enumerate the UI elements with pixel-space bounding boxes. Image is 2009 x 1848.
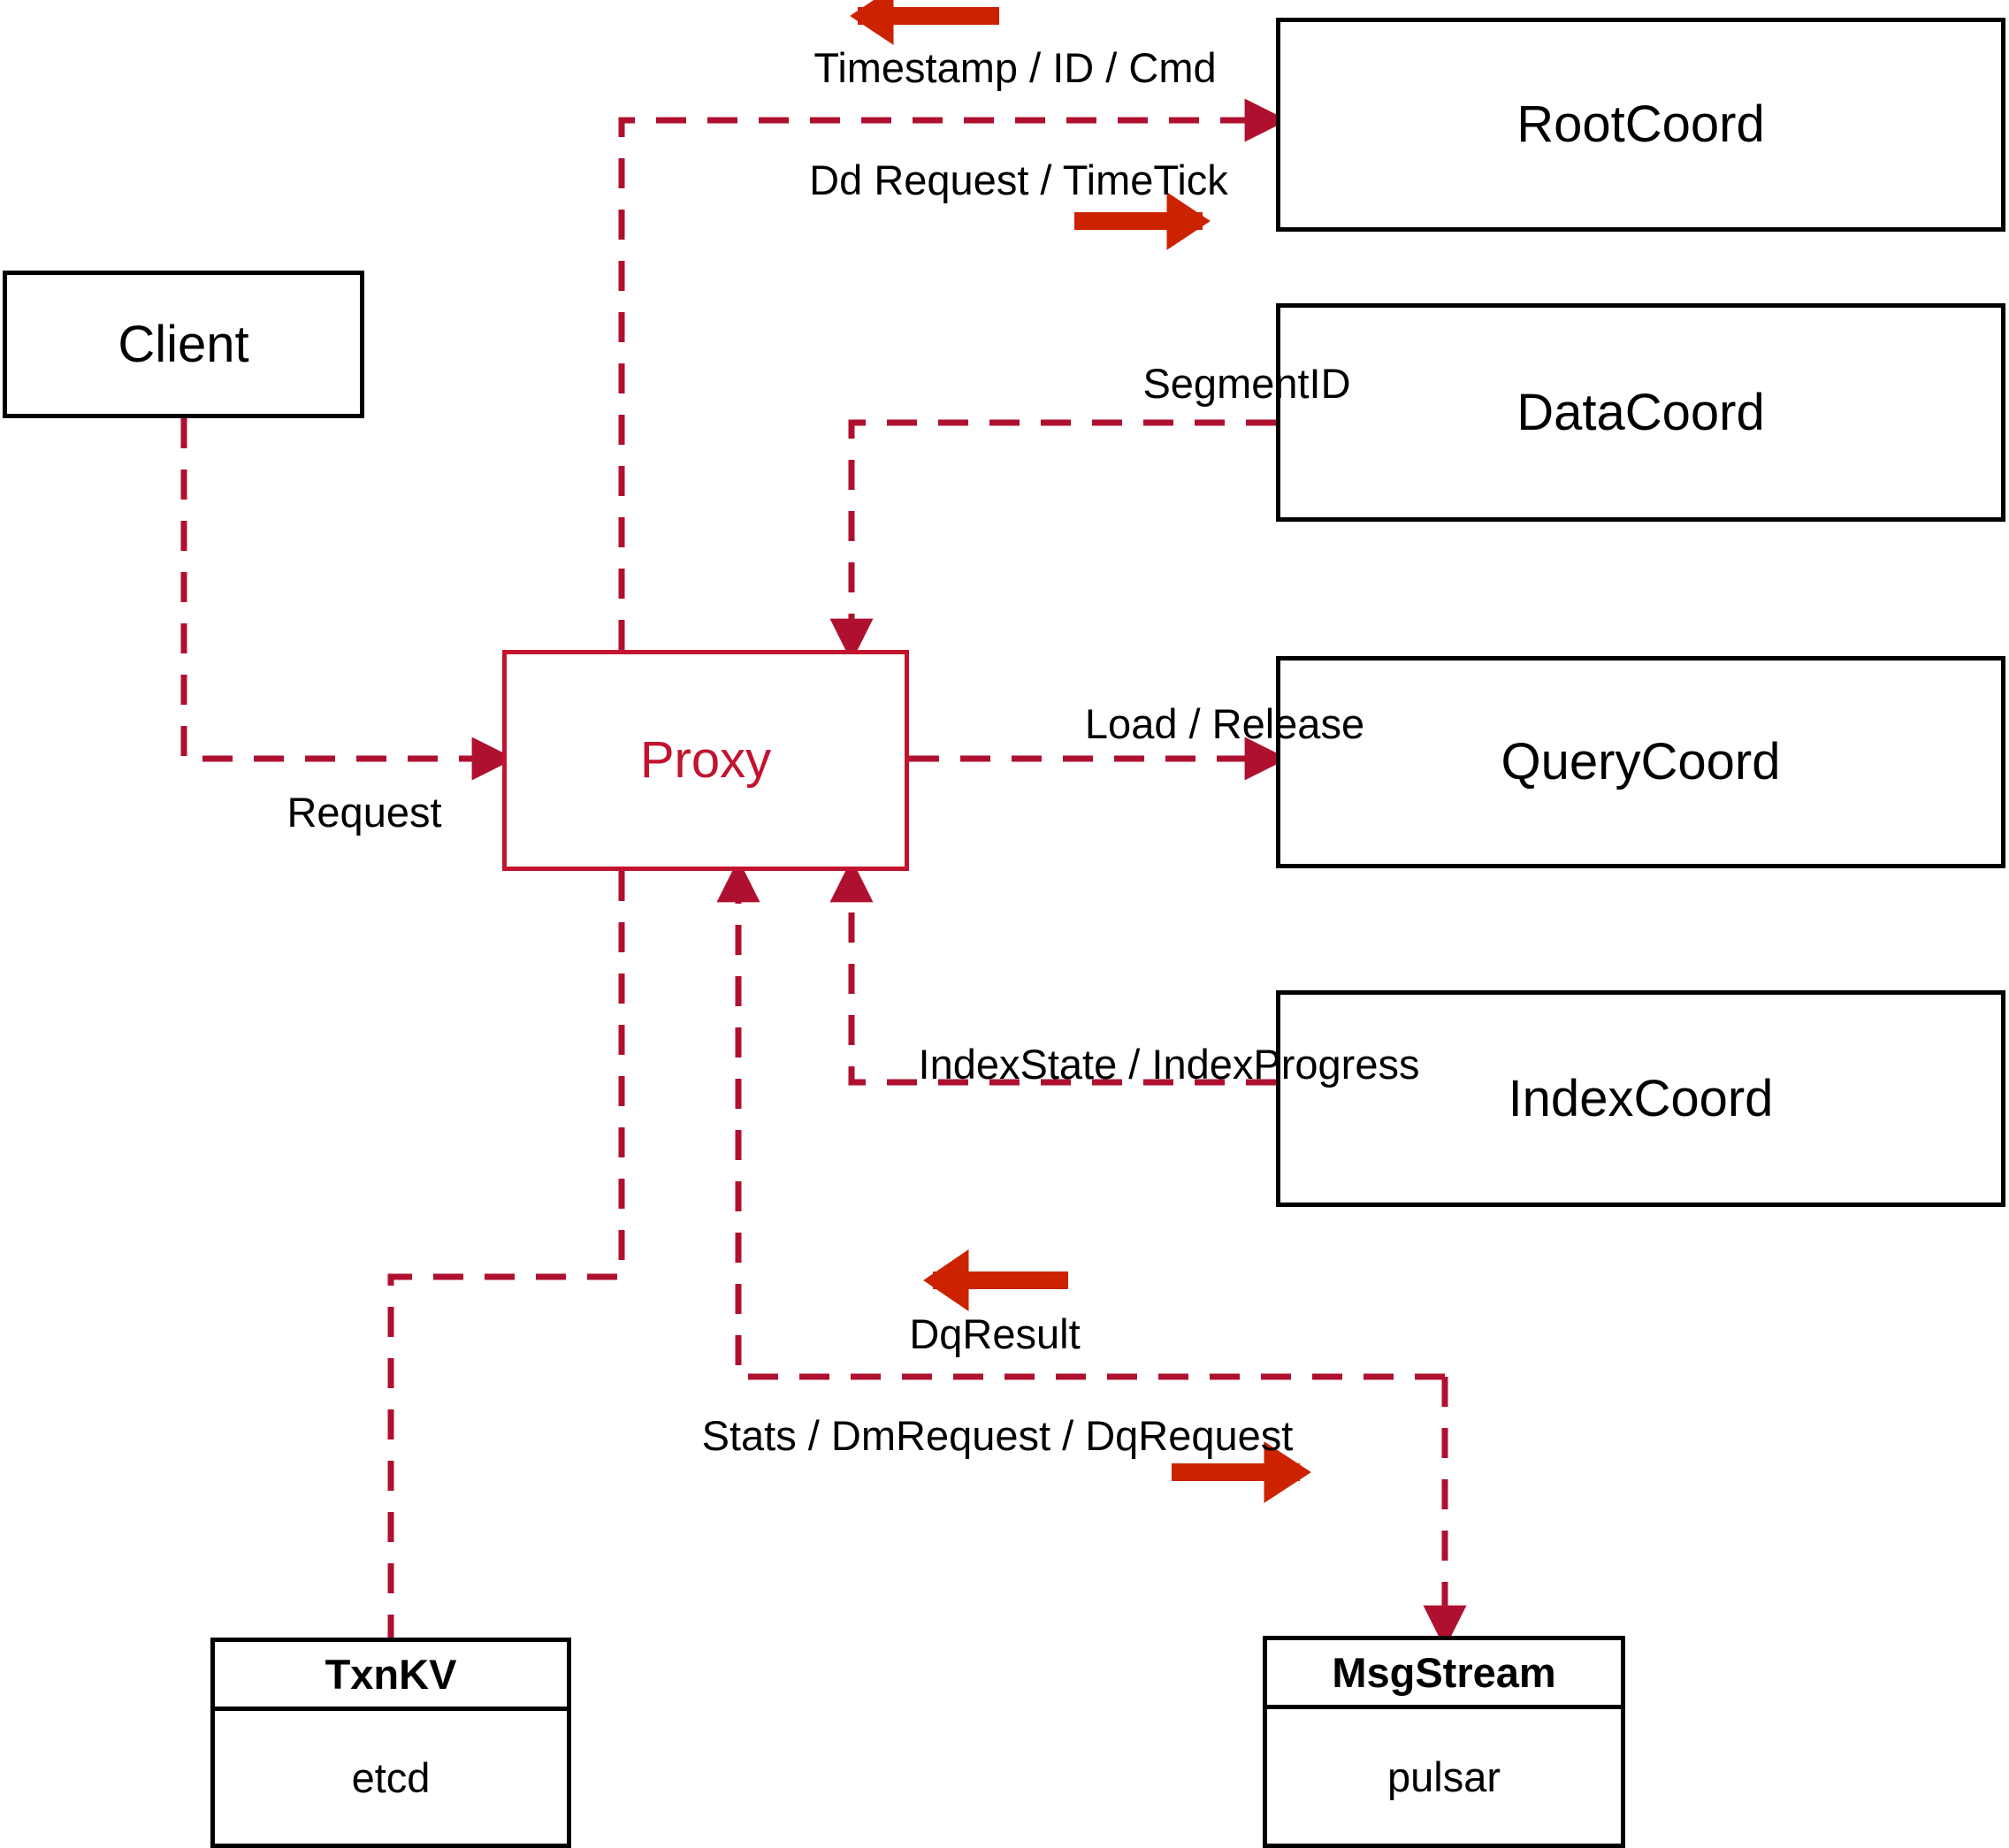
node-datacoord-label: DataCoord: [1516, 383, 1765, 441]
node-msgstream-body: pulsar: [1267, 1709, 1621, 1844]
edge-label-index-state-progress: IndexState / IndexProgress: [918, 1041, 1420, 1088]
node-rootcoord[interactable]: RootCoord: [1276, 18, 2005, 232]
node-querycoord-label: QueryCoord: [1501, 733, 1781, 790]
node-client-label: Client: [118, 315, 249, 373]
node-indexcoord-label: IndexCoord: [1508, 1069, 1774, 1127]
node-querycoord[interactable]: QueryCoord: [1276, 656, 2005, 868]
node-txnkv-header-label: TxnKV: [325, 1651, 457, 1698]
edge-label-segment-id: SegmentID: [1142, 360, 1351, 407]
edge-proxy-txnkv: [387, 871, 625, 1638]
edge-label-load-release: Load / Release: [1084, 700, 1365, 747]
node-indexcoord[interactable]: IndexCoord: [1276, 990, 2005, 1207]
node-txnkv[interactable]: TxnKV etcd: [210, 1638, 571, 1848]
node-msgstream[interactable]: MsgStream pulsar: [1263, 1636, 1625, 1848]
edge-label-stats-dm-dq-request: Stats / DmRequest / DqRequest: [701, 1412, 1294, 1459]
edge-indexcoord-proxy: [829, 859, 1276, 1086]
edge-label-dq-result: DqResult: [909, 1310, 1081, 1357]
timestamp-id-cmd-direction-arrow: [850, 0, 999, 45]
node-datacoord[interactable]: DataCoord: [1276, 303, 2005, 522]
edge-label-timestamp-id-cmd: Timestamp / ID / Cmd: [814, 44, 1217, 91]
node-msgstream-header-label: MsgStream: [1332, 1649, 1556, 1696]
edge-proxy-rootcoord: [618, 98, 1288, 650]
node-proxy-label: Proxy: [639, 731, 772, 789]
edge-msgstream-proxy: [716, 859, 1445, 1380]
node-rootcoord-label: RootCoord: [1516, 95, 1765, 153]
node-client[interactable]: Client: [3, 271, 364, 418]
edge-label-dd-request-timetick: Dd Request / TimeTick: [809, 157, 1228, 203]
node-txnkv-body: etcd: [215, 1711, 567, 1844]
edge-client-proxy: [180, 418, 516, 781]
node-msgstream-body-label: pulsar: [1386, 1753, 1501, 1800]
node-proxy[interactable]: Proxy: [502, 650, 909, 871]
stats-dm-dq-request-direction-arrow: [1172, 1441, 1311, 1503]
node-txnkv-header: TxnKV: [215, 1642, 567, 1711]
edge-label-request: Request: [286, 789, 442, 836]
dd-request-timetick-direction-arrow: [1074, 192, 1211, 250]
edge-datacoord-proxy: [829, 419, 1276, 662]
node-msgstream-header: MsgStream: [1267, 1640, 1621, 1709]
node-txnkv-body-label: etcd: [351, 1753, 431, 1801]
dq-result-direction-arrow: [923, 1249, 1068, 1311]
